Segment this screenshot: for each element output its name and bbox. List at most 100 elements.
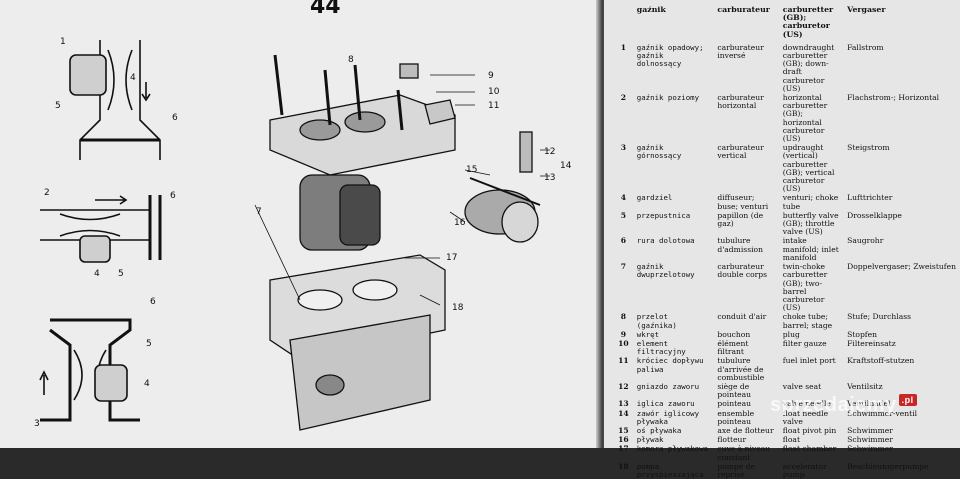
cell-de: Kraftstoff-stutzen [847, 356, 915, 366]
cell-de: Ventilnadel [847, 399, 891, 409]
cell-fr: cuve à niveau constant [717, 444, 771, 462]
cell-fr: élément filtrant [717, 338, 749, 357]
cell-num: 17 [618, 444, 629, 454]
cell-en: choke tube; barrel; stage [782, 312, 833, 330]
cell-pl: iglica zaworu [636, 399, 695, 409]
callout-label: 6 [172, 113, 178, 123]
cell-en: butterfly valve (GB); throttle valve (US… [782, 210, 839, 237]
callout-label: 7 [256, 207, 262, 217]
cell-en: twin-choke carburetter (GB); two-barrel … [782, 262, 828, 313]
cell-num: 15 [618, 425, 629, 435]
header-polish: gaźnik [636, 5, 666, 14]
cell-pl: króciec dopływu paliwa [636, 356, 704, 374]
page-number: 44 [310, 0, 341, 19]
cell-num: 12 [618, 381, 629, 391]
cell-de: Schwimmer-ventil [847, 408, 918, 418]
cell-num: 2 [620, 93, 627, 103]
cell-en: venturi; choke tube [782, 193, 839, 211]
cell-en: fuel inlet port [782, 356, 836, 366]
callout-label: 12 [544, 147, 555, 157]
cell-pl: przelot (gaźnika) [636, 312, 677, 330]
cell-en: filter gauze [782, 338, 827, 348]
cell-de: Drosselklappe [847, 210, 902, 220]
callout-label: 17 [446, 253, 457, 263]
cell-en: horizontal carburetter (GB); horizontal … [782, 93, 828, 144]
cell-pl: wkręt [636, 329, 660, 339]
cell-num: 8 [620, 312, 627, 322]
callout-label: 5 [118, 269, 124, 279]
downdraught-sketch [69, 40, 161, 160]
callout-label: 13 [544, 173, 555, 183]
callout-label: 10 [488, 87, 500, 97]
cell-num: 11 [618, 356, 629, 366]
table-row: 2 gaźnik poziomy carburateur horizontal hor… [614, 93, 960, 143]
cell-de: Fallstrom [847, 42, 884, 52]
updraught-sketch [39, 318, 140, 422]
cell-en: intake manifold; inlet manifold [782, 236, 839, 262]
callout-label: 8 [348, 55, 354, 65]
glossary-header-row: gaźnik carburateur carburetter (GB); car… [614, 4, 960, 43]
cell-fr: bouchon [717, 329, 751, 339]
cell-de: Schwimmer [847, 425, 893, 435]
cell-en: updraught (vertical) carburetter (GB); v… [782, 143, 835, 194]
cell-de: Steigstrom [847, 143, 890, 153]
watermark-badge: .pl [898, 394, 917, 407]
callout-label: 4 [130, 73, 136, 83]
callout-label: 6 [150, 297, 156, 307]
cell-pl: gaźnik poziomy [636, 93, 700, 103]
cell-fr: pointeau [717, 399, 752, 409]
cell-de: Stopfen [847, 329, 878, 339]
cell-pl: pływak [636, 435, 664, 445]
cell-fr: axe de flotteur [717, 425, 774, 435]
cell-num: 1 [620, 42, 627, 52]
cell-fr: flotteur [717, 435, 747, 445]
left-page: 44 [0, 0, 600, 448]
cell-fr: conduit d'air [717, 312, 767, 322]
cell-fr: carburateur horizontal [717, 93, 764, 111]
cell-num: 10 [618, 338, 629, 348]
cell-de: Flachstrom-; Horizontal [847, 93, 940, 103]
cell-en: valve seat [782, 381, 822, 391]
cell-en: plug [782, 329, 800, 339]
cell-de: Stufe; Durchlass [847, 312, 912, 322]
cell-fr: diffuseur; buse; venturi [717, 193, 769, 211]
cell-pl: gaźnik górnossący [636, 143, 682, 161]
cell-fr: tubulure d'admission [717, 236, 763, 254]
callout-label: 4 [94, 269, 100, 279]
exploded-carburetor [254, 54, 550, 431]
cell-fr: carburateur double corps [717, 262, 768, 280]
cell-de: Beschleunigerpumpe [847, 461, 929, 471]
cell-num: 13 [618, 399, 629, 409]
cell-num: 18 [618, 461, 629, 471]
callout-label: 4 [144, 379, 150, 389]
callout-label: 15 [466, 165, 477, 175]
cell-pl: gaźnik opadowy; gaźnik dolnossący [636, 42, 704, 69]
cell-de: Saugrohr [847, 236, 884, 246]
table-row: 8 przelot (gaźnika) conduit d'air choke tub… [614, 312, 960, 330]
header-german: Vergaser [847, 5, 886, 14]
cell-en: float needle valve [782, 408, 829, 426]
cell-fr: ensemble pointeau [717, 408, 755, 426]
cell-pl: oś pływaka [636, 425, 682, 435]
cell-num: 5 [620, 210, 627, 220]
cell-fr: siège de pointeau [717, 381, 752, 400]
header-english: carburetter (GB); carburetor (US) [782, 5, 834, 39]
cell-de: Doppelvergaser; Zweistufen [847, 262, 956, 272]
callout-label: 16 [454, 218, 466, 228]
cell-de: Filtereinsatz [847, 338, 896, 348]
callout-label: 3 [34, 419, 40, 429]
right-page: gaźnik carburateur carburetter (GB); car… [604, 0, 960, 479]
